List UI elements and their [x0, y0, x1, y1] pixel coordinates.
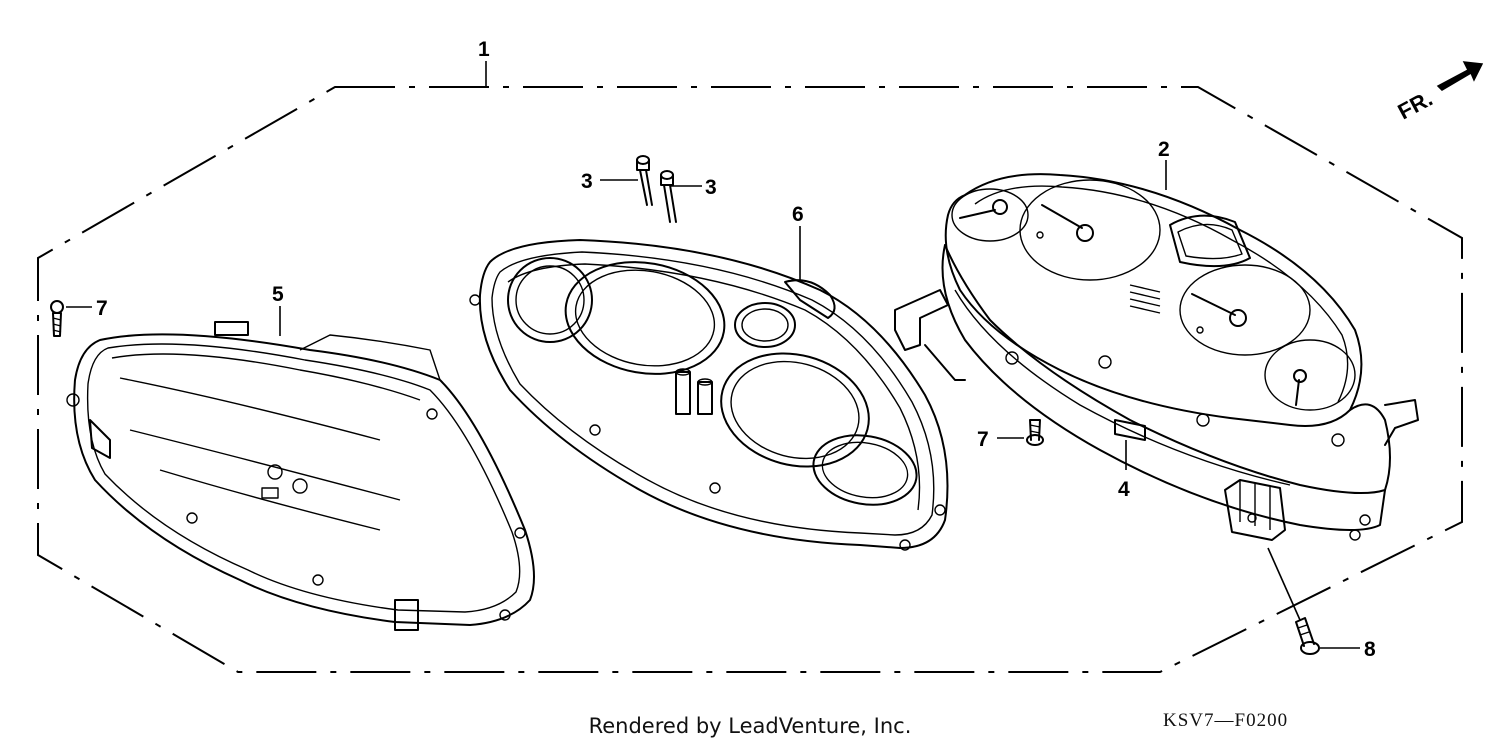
callout-label: 1 — [478, 38, 490, 61]
screw-part-7-left — [50, 300, 64, 337]
callout-6: 6 — [792, 203, 804, 280]
meter-case-part-4 — [894, 244, 1419, 541]
callout-label: 3 — [581, 170, 593, 193]
callout-2: 2 — [1158, 138, 1170, 190]
meter-panel-part-6 — [469, 239, 949, 551]
assembly-boundary — [37, 86, 1463, 673]
callout-3b: 3 — [670, 176, 717, 199]
callout-8: 8 — [1267, 547, 1376, 661]
meter-lens-part-5 — [66, 321, 535, 631]
callout-label: 3 — [705, 176, 717, 199]
direction-label: FR. — [1394, 86, 1437, 125]
screw-part-8 — [1295, 617, 1320, 655]
front-direction-arrow: FR. — [1394, 61, 1484, 125]
callout-1: 1 — [478, 38, 490, 87]
callout-label: 6 — [792, 203, 804, 226]
callout-7b: 7 — [977, 428, 1024, 451]
screw-part-7-right — [1026, 419, 1044, 446]
rendered-by-credit: Rendered by LeadVenture, Inc. — [588, 714, 912, 738]
callout-label: 7 — [977, 428, 989, 451]
screws-part-3 — [636, 155, 677, 223]
callout-label: 5 — [272, 283, 284, 306]
callout-5: 5 — [272, 283, 284, 336]
meter-face-part-2 — [944, 173, 1363, 427]
callout-label: 8 — [1364, 638, 1376, 661]
callout-label: 2 — [1158, 138, 1170, 161]
callout-label: 7 — [96, 297, 108, 320]
callout-7a: 7 — [66, 297, 108, 320]
callout-3a: 3 — [581, 170, 638, 193]
callout-label: 4 — [1118, 478, 1130, 501]
diagram-code: KSV7—F0200 — [1163, 710, 1289, 731]
callout-4: 4 — [1118, 440, 1130, 501]
